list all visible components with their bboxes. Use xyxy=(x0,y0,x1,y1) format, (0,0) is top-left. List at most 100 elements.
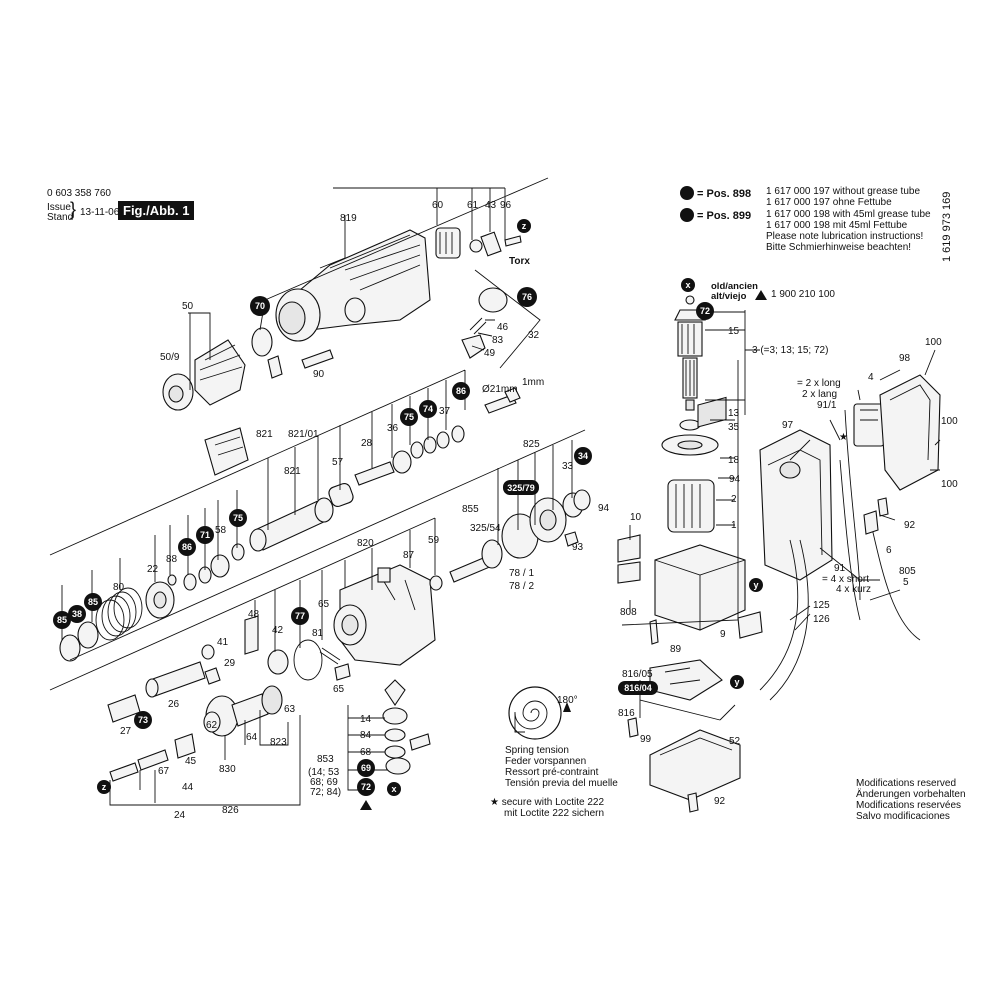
torx-screw-96 xyxy=(504,235,522,247)
set-853-note-1: (14; 53 xyxy=(308,767,340,778)
label-78-2: 78 / 2 xyxy=(509,581,534,592)
callout-86b-text: 86 xyxy=(182,542,192,552)
handle-98 xyxy=(879,374,941,491)
label-853: 853 xyxy=(317,754,334,765)
part-45 xyxy=(174,733,196,759)
bracket-48 xyxy=(244,615,259,655)
bevel-gear xyxy=(384,679,406,706)
label-50-9: 50/9 xyxy=(160,352,180,363)
label-826: 826 xyxy=(222,805,239,816)
label-63: 63 xyxy=(284,704,296,715)
washer-x xyxy=(685,295,695,305)
spring-83 xyxy=(469,317,487,335)
screw-99 xyxy=(627,717,639,738)
callout-86 xyxy=(452,382,470,400)
callout-circles: 70 76 86 74 75 34 325/79 75 71 86 85 85 … xyxy=(53,219,848,810)
loctite-line2: mit Loctite 222 sichern xyxy=(504,808,605,819)
screw-short-de: 4 x kurz xyxy=(836,584,871,595)
callout-71-text: 71 xyxy=(200,530,210,540)
part-33 xyxy=(573,489,591,511)
warning-triangle-icon-2 xyxy=(755,290,767,300)
callout-69 xyxy=(357,759,375,777)
ring-68 xyxy=(384,745,406,759)
label-44: 44 xyxy=(182,782,194,793)
label-24: 24 xyxy=(174,810,186,821)
label-32: 32 xyxy=(528,330,540,341)
label-99: 99 xyxy=(640,734,652,745)
label-81: 81 xyxy=(312,628,324,639)
label-41: 41 xyxy=(217,637,229,648)
label-100c: 100 xyxy=(941,479,958,490)
callout-85b xyxy=(53,611,71,629)
callout-325-79-text: 325/79 xyxy=(507,483,535,493)
armature-set-note: 3 (=3; 13; 15; 72) xyxy=(752,345,828,356)
pos-899-label: = Pos. 899 xyxy=(697,210,752,222)
label-816-05: 816/05 xyxy=(622,669,653,680)
lubrication-en: Please note lubrication instructions! xyxy=(766,231,924,242)
ring-85b xyxy=(59,634,81,662)
bearing-60 xyxy=(435,227,461,259)
field-2 xyxy=(667,479,715,533)
spring-80 xyxy=(95,587,143,641)
callout-77 xyxy=(291,607,309,625)
motor-housing-1 xyxy=(654,396,746,631)
symbol-y1 xyxy=(749,578,763,592)
clip-part xyxy=(267,355,283,379)
callout-34 xyxy=(574,447,592,465)
spring-tension-fr: Ressort pré-contraint xyxy=(505,767,599,778)
set-853-note-2: 68; 69 xyxy=(310,777,338,788)
callout-74 xyxy=(419,400,437,418)
label-91-1: 91/1 xyxy=(817,400,837,411)
callout-816-04 xyxy=(618,681,658,695)
callout-325-79 xyxy=(503,480,539,495)
gear-22 xyxy=(145,581,175,619)
brush-holder-816 xyxy=(649,659,723,701)
svg-text:y: y xyxy=(734,677,739,687)
callout-38-text: 38 xyxy=(72,609,82,619)
label-29: 29 xyxy=(224,658,236,669)
pin-29 xyxy=(204,667,221,685)
label-90: 90 xyxy=(313,369,325,380)
callout-73 xyxy=(134,711,152,729)
label-9: 9 xyxy=(720,629,726,640)
label-10: 10 xyxy=(630,512,642,523)
label-92: 92 xyxy=(714,796,726,807)
callout-75-text: 75 xyxy=(404,412,414,422)
label-325-54: 325/54 xyxy=(470,523,501,534)
lubrication-de: Bitte Schmierhinweise beachten! xyxy=(766,242,912,253)
callout-34-text: 34 xyxy=(578,451,588,461)
screw-long-en: = 2 x long xyxy=(797,378,841,389)
callout-76 xyxy=(517,287,537,307)
label-91: 91 xyxy=(834,563,846,574)
label-98: 98 xyxy=(899,353,911,364)
screw-short-en: = 4 x short xyxy=(822,574,869,585)
callout-77-text: 77 xyxy=(295,611,305,621)
torx-label: Torx xyxy=(509,256,530,267)
label-67: 67 xyxy=(158,766,170,777)
label-42: 42 xyxy=(272,625,284,636)
label-45: 45 xyxy=(185,756,197,767)
mains-cable-5 xyxy=(869,519,921,641)
callout-72-text: 72 xyxy=(361,782,371,792)
bearing-59 xyxy=(429,575,443,591)
label-97: 97 xyxy=(782,420,794,431)
part-labels: 819 60 61 43 96 Torx 50 50/9 90 46 83 49… xyxy=(113,200,958,821)
callout-75b xyxy=(229,509,247,527)
label-100b: 100 xyxy=(941,416,958,427)
bearing-35 xyxy=(679,419,701,431)
label-15: 15 xyxy=(728,326,740,337)
part-67 xyxy=(137,749,169,771)
symbol-x2 xyxy=(387,782,401,796)
symbol-z1 xyxy=(517,219,531,233)
part-37 xyxy=(451,425,465,443)
loctite-text-1: secure with Loctite 222 xyxy=(501,797,605,808)
label-52: 52 xyxy=(729,736,741,747)
spring-81 xyxy=(319,647,341,665)
callout-75b-text: 75 xyxy=(233,513,243,523)
callout-72b xyxy=(696,302,714,320)
dim-21mm: Ø21mm xyxy=(482,384,518,395)
callout-69-text: 69 xyxy=(361,763,371,773)
oring-77 xyxy=(293,639,323,681)
doc-number: 1 619 973 169 xyxy=(941,191,953,262)
